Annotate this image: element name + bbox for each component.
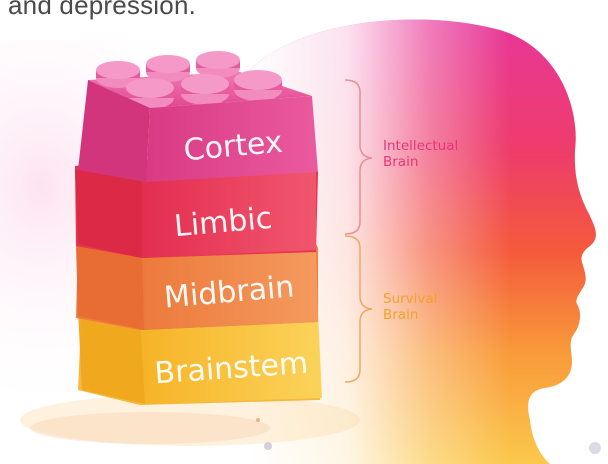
survival-label-line1: Survival xyxy=(383,291,437,307)
survival-label-line2: Brain xyxy=(383,307,418,323)
intellectual-label-line2: Brain xyxy=(383,154,418,170)
intellectual-label-line1: Intellectual xyxy=(383,138,458,154)
